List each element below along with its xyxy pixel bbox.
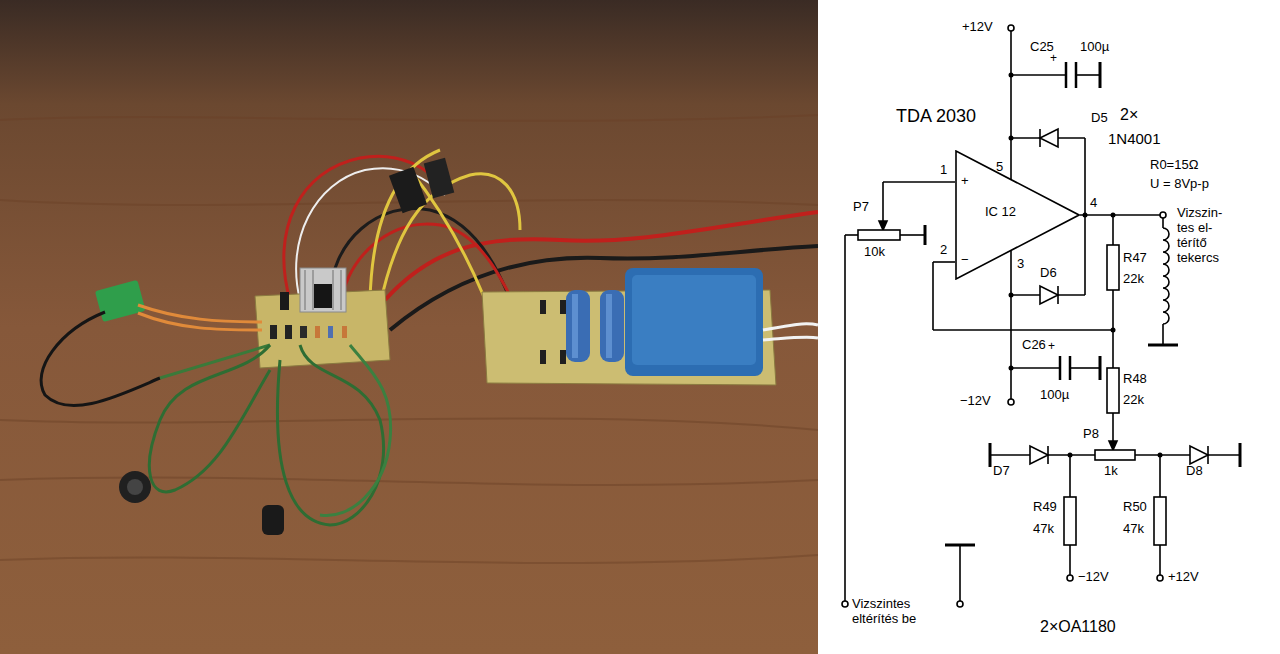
schematic-label: R50	[1123, 500, 1147, 515]
opamp-text: +	[961, 174, 969, 189]
opamp-triangle-outline	[956, 151, 1079, 279]
schematic-label: +	[1048, 340, 1055, 354]
schematic-label: 2×OA1180	[1040, 618, 1116, 636]
schematic-label: +	[1050, 52, 1057, 66]
schematic-label: P8	[1083, 427, 1099, 442]
opamp-outline	[955, 150, 1080, 280]
schematic-label: 22k	[1123, 272, 1144, 287]
circuit-schematic	[818, 0, 1280, 654]
schematic-label: R48	[1123, 372, 1147, 387]
opamp-text: IC 12	[985, 205, 1016, 220]
board-photo	[0, 0, 818, 654]
schematic-label: 22k	[1123, 393, 1144, 408]
schematic-label: Vizszin- tes el- térítő tekercs	[1177, 206, 1243, 266]
schematic-label: 47k	[1123, 522, 1144, 537]
schematic-label: 4	[1090, 196, 1097, 211]
schematic-label: D6	[1040, 266, 1057, 281]
schematic-label: 100µ	[1040, 388, 1069, 403]
schematic-label: C26	[1022, 338, 1046, 353]
schematic-label: 2×	[1120, 106, 1138, 124]
schematic-label: D8	[1186, 464, 1203, 479]
schematic-label: 1k	[1104, 464, 1118, 479]
schematic-label: +12V	[962, 20, 993, 35]
schematic-label: D7	[993, 464, 1010, 479]
schematic-label: 3	[1017, 257, 1024, 272]
schematic-label: D5	[1091, 111, 1108, 126]
schematic-label: 1	[940, 163, 947, 178]
schematic-label: Vizszintes eltérítés be	[852, 597, 952, 627]
schematic-label: 10k	[864, 245, 885, 260]
schematic-label: U = 8Vp-p	[1150, 177, 1209, 192]
schematic-label: 100µ	[1080, 40, 1109, 55]
schematic-label: 1N4001	[1108, 130, 1161, 147]
schematic-label: −12V	[1078, 570, 1109, 585]
schematic-label: P7	[853, 200, 869, 215]
opamp-text: −	[961, 253, 969, 268]
schematic-label: −12V	[960, 394, 991, 409]
schematic-label: TDA 2030	[896, 106, 976, 127]
schematic-label: R0=15Ω	[1150, 158, 1198, 173]
schematic-label: +12V	[1168, 570, 1199, 585]
schematic-label: R47	[1123, 251, 1147, 266]
schematic-label: 47k	[1033, 522, 1054, 537]
opamp-triangle: + IC 12 −	[955, 150, 1080, 280]
schematic-label: 2	[940, 243, 947, 258]
schematic-label: R49	[1033, 500, 1057, 515]
